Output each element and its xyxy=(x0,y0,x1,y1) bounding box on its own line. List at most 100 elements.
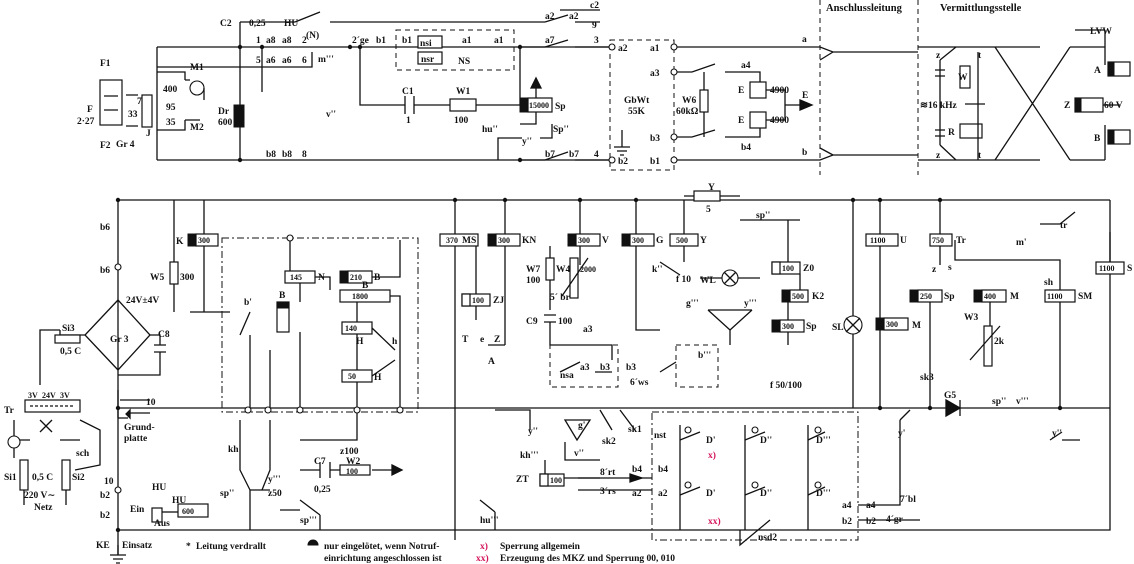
a8-label: a8 xyxy=(266,36,276,46)
rs-label: 3´rs xyxy=(600,486,616,497)
n10b-label: 10 xyxy=(146,398,156,408)
c8-label: C8 xyxy=(158,330,170,340)
xx-marker: xx) xyxy=(708,516,721,527)
bb-relay-label: B xyxy=(362,281,369,291)
sm-value: 1100 xyxy=(1047,292,1063,301)
legend-twisted: Leitung verdrallt xyxy=(196,542,267,552)
hu3-label: hu''' xyxy=(480,516,499,526)
gr-label: 4´gr xyxy=(886,514,904,525)
d3-label: D''' xyxy=(816,436,831,446)
b2-mid-label: b2 xyxy=(842,517,852,527)
k2-label: k'' xyxy=(652,265,663,275)
b2b-mid-label: b2 xyxy=(866,517,876,527)
f-value: 2·27 xyxy=(77,117,95,127)
hu2-label: hu'' xyxy=(482,125,498,135)
v3a-label: 3V xyxy=(28,391,38,400)
pin-2: 2 xyxy=(302,36,307,46)
x-marker: x) xyxy=(708,450,716,461)
legend-soldered-1: nur eingelötet, wenn Notruf- xyxy=(324,542,439,552)
hu1-label: HU xyxy=(172,496,186,506)
b6b-label: b6 xyxy=(100,266,110,276)
w3-label: W3 xyxy=(964,313,979,323)
d2-label: D'' xyxy=(760,436,772,446)
b8b-label: b8 xyxy=(282,150,292,160)
kn-value: 300 xyxy=(498,236,510,245)
relay-b-label: B xyxy=(1094,134,1101,144)
v-label: V xyxy=(602,236,609,246)
zj-label: ZJ xyxy=(493,296,504,306)
zt-label: ZT xyxy=(516,475,529,485)
si3-label: Si3 xyxy=(62,324,75,334)
k-value: 300 xyxy=(198,236,210,245)
einsatz-label: Einsatz xyxy=(122,541,153,551)
d6-label: D''' xyxy=(816,489,831,499)
c2-label: C2 xyxy=(220,19,232,29)
legend-solder-icon xyxy=(307,539,319,546)
y-res-label: Y xyxy=(708,183,715,193)
w6-label: W6 xyxy=(682,96,697,106)
tr-label: Tr xyxy=(4,406,15,416)
sh-label: sh xyxy=(1044,278,1054,288)
m-label: M xyxy=(912,321,921,331)
a3b-label: a3 xyxy=(580,363,590,373)
z100-label: z100 xyxy=(340,447,359,457)
sp5-label: sp'' xyxy=(992,397,1006,407)
sp3-label: sp''' xyxy=(300,516,317,526)
v3-label: v''' xyxy=(1016,397,1029,407)
h1-label: H xyxy=(356,337,364,347)
v33-label: 33 xyxy=(128,110,138,120)
header-anschlussleitung: Anschlussleitung xyxy=(826,3,903,14)
w4-label: W4 xyxy=(556,265,571,275)
g-label: G xyxy=(656,236,664,246)
s2-value: 1100 xyxy=(1099,264,1115,273)
tr-value: 750 xyxy=(932,236,944,245)
ob4-label: b4 xyxy=(741,143,751,153)
line-a-label: a xyxy=(802,35,807,45)
a6b-label: a6 xyxy=(282,56,292,66)
pin-7: 7 xyxy=(137,97,142,107)
header-vermittlungsstelle: Vermittlungsstelle xyxy=(940,3,1022,14)
a8b-label: a8 xyxy=(282,36,292,46)
a3-label: a3 xyxy=(583,325,593,335)
a2-label: a2 xyxy=(545,12,555,22)
b2a-label: b2 xyxy=(100,491,110,501)
si3-value: 0,5 C xyxy=(60,347,81,357)
z2-label: z xyxy=(936,151,941,161)
w1-value: 100 xyxy=(454,116,469,126)
pin-6: 6 xyxy=(302,56,307,66)
tr2-label: tr xyxy=(1060,221,1068,231)
c9-label: C9 xyxy=(526,317,538,327)
sp4-label: sp'' xyxy=(756,211,770,221)
zt-value: 100 xyxy=(550,476,562,485)
s-label: s xyxy=(948,263,952,273)
c1-value: 1 xyxy=(406,116,411,126)
w6-value: 60kΩ xyxy=(676,107,699,117)
f2-label: F2 xyxy=(100,141,111,151)
z0-value: 100 xyxy=(782,264,794,273)
r-label: R xyxy=(948,128,955,138)
sk3-label: sk3 xyxy=(920,373,934,383)
oa3-label: a3 xyxy=(650,69,660,79)
c7-value: 0,25 xyxy=(314,485,331,495)
m-value: 300 xyxy=(886,320,898,329)
zj-value: 100 xyxy=(472,296,484,305)
sp1-label: sp'' xyxy=(220,489,234,499)
legend-xx-marker: xx) xyxy=(476,553,489,564)
e2-value: 4900 xyxy=(770,116,789,126)
v95-label: 95 xyxy=(166,103,176,113)
s2-label: S xyxy=(1127,264,1132,274)
nsd2-label: nsd2 xyxy=(758,533,777,543)
u-label: U xyxy=(900,236,907,246)
y5-label: y' xyxy=(898,429,905,439)
e1-label: E xyxy=(738,86,744,96)
c2-value: 0,25 xyxy=(249,19,266,29)
k2r-label: K2 xyxy=(812,292,824,302)
y-relay-label: Y xyxy=(700,236,707,246)
lvw-label: LVW xyxy=(1090,27,1112,37)
grund-label: Grund- xyxy=(124,423,155,433)
m3-label: m''' xyxy=(318,55,334,65)
bi-label: b' xyxy=(244,298,252,308)
f10-label: f 10 xyxy=(676,275,691,285)
ms-label: MS xyxy=(462,236,476,246)
m2-label: M2 xyxy=(190,123,204,133)
